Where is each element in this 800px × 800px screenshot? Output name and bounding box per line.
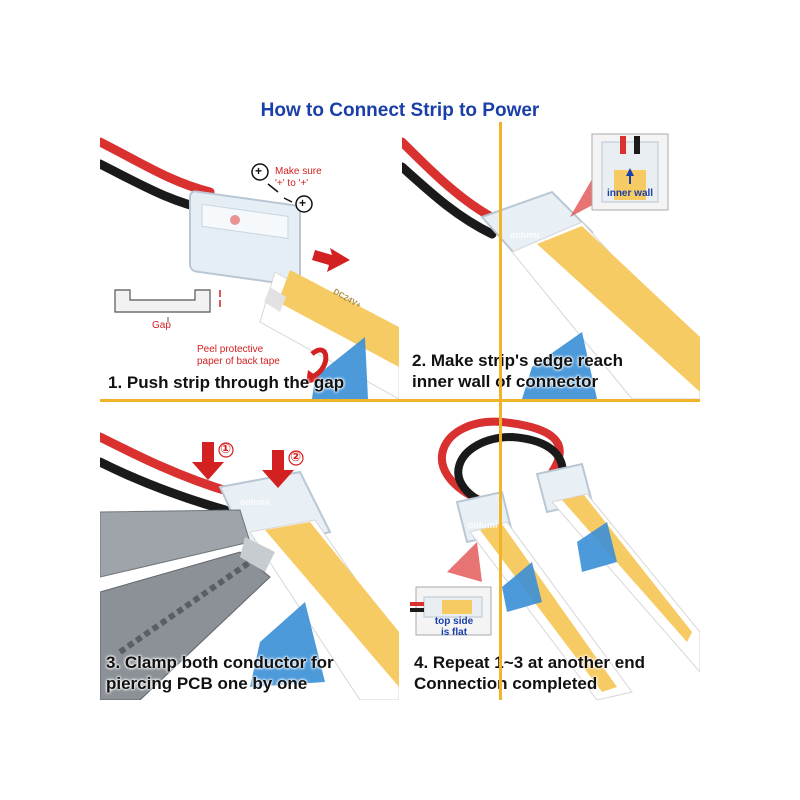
steps-grid: + + Make sure '+' to '+' Gap Peel protec…	[100, 122, 700, 700]
step4-illustration	[410, 417, 700, 700]
step1-panel: + + Make sure '+' to '+' Gap Peel protec…	[100, 122, 399, 399]
step3-caption: 3. Clamp both conductor for piercing PCB…	[106, 652, 334, 694]
horizontal-divider	[100, 399, 700, 402]
top-side-note: top side is flat	[422, 616, 486, 638]
brand-mark-4: onlumi	[468, 520, 498, 530]
step2-panel: inner wall onlumi 2. Make strip's edge r…	[402, 122, 700, 399]
step4-caption: 4. Repeat 1~3 at another end Connection …	[414, 652, 645, 694]
step4-caption-line1: 4. Repeat 1~3 at another end	[414, 653, 645, 672]
top-side-note-line1: top side	[434, 616, 474, 627]
step2-caption: 2. Make strip's edge reach inner wall of…	[412, 350, 623, 392]
step3-panel: onlumi ① ② 3. Clamp both conductor for p…	[100, 402, 399, 700]
polarity-note-line2: '+' to '+'	[275, 178, 309, 189]
brand-mark-2: onlumi	[510, 230, 540, 240]
step1-illustration	[100, 137, 399, 399]
step2-caption-line2: inner wall of connector	[412, 372, 599, 391]
plus-symbol-2: +	[299, 196, 307, 210]
clamp-marker-2: ②	[290, 449, 302, 464]
peel-note-line1: Peel protective	[197, 344, 264, 355]
step1-caption: 1. Push strip through the gap	[108, 373, 345, 392]
step3-illustration	[100, 432, 399, 700]
step2-caption-line1: 2. Make strip's edge reach	[412, 351, 623, 370]
gap-label: Gap	[152, 320, 171, 331]
step3-caption-line1: 3. Clamp both conductor for	[106, 653, 334, 672]
inner-wall-label: inner wall	[606, 188, 654, 199]
step2-illustration	[402, 133, 700, 399]
step3-caption-line2: piercing PCB one by one	[106, 674, 308, 693]
polarity-note-line1: Make sure	[275, 166, 322, 177]
step4-caption-line2: Connection completed	[414, 674, 598, 693]
vertical-divider	[499, 122, 502, 700]
peel-note: Peel protective paper of back tape	[197, 344, 280, 368]
plus-symbol-1: +	[255, 164, 263, 178]
step4-panel: onlumi top side is flat 4. Repeat 1~3 at…	[402, 402, 700, 700]
polarity-note: Make sure '+' to '+'	[275, 166, 322, 190]
clamp-marker-1: ①	[220, 441, 232, 456]
page-title: How to Connect Strip to Power	[260, 100, 540, 121]
top-side-note-line2: is flat	[440, 627, 468, 638]
brand-mark-3: onlumi	[240, 497, 270, 507]
peel-note-line2: paper of back tape	[197, 356, 280, 367]
